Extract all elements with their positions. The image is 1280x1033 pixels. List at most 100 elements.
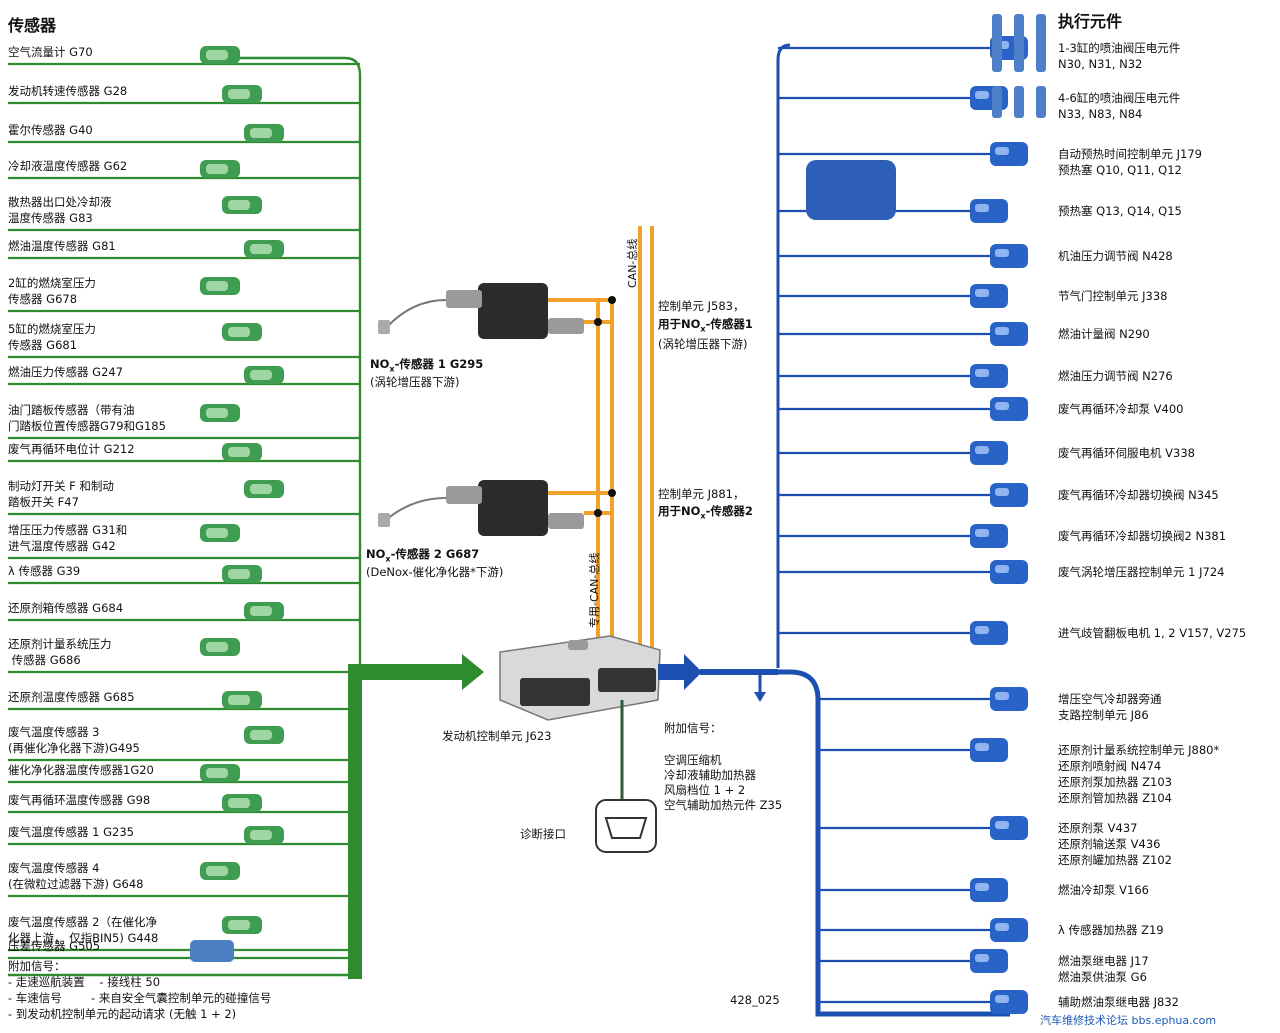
sensor-label: 冷却液温度传感器 G62	[8, 159, 128, 173]
sensor-label: 废气温度传感器 1 G235	[8, 825, 134, 839]
actuator-icon	[990, 816, 1028, 840]
actuator-label: 燃油泵继电器 J17 燃油泵供油泵 G6	[1058, 954, 1149, 984]
sensor-icon-highlight	[250, 730, 272, 740]
injector-icon	[992, 86, 1002, 118]
sensor-trunk-arrow	[348, 654, 484, 690]
sensor-icon-highlight	[228, 920, 250, 930]
actuator-label: λ 传感器加热器 Z19	[1058, 923, 1164, 937]
actuator-label: 燃油冷却泵 V166	[1058, 883, 1149, 897]
label-sub: x	[385, 554, 391, 564]
nox1-probe	[378, 320, 390, 334]
j881-line1: 控制单元 J881，	[658, 487, 745, 501]
label-part: 用于NO	[658, 317, 701, 331]
sensor-icon-highlight	[228, 327, 250, 337]
actuator-icon	[970, 199, 1008, 223]
stub-arrow	[754, 692, 766, 702]
actuator-icon	[970, 878, 1008, 902]
glow-control-unit-icon	[806, 160, 896, 220]
diag-label: 诊断接口	[520, 827, 566, 841]
actuator-icon-highlight	[975, 529, 989, 537]
actuator-icon	[970, 284, 1008, 308]
actuator-icon-highlight	[975, 954, 989, 962]
sensor-icon-highlight	[228, 569, 250, 579]
nox2-note: (DeNox-催化净化器*下游)	[366, 565, 504, 579]
label-part: -传感器 1 G295	[394, 357, 484, 371]
watermark: 汽车维修技术论坛 bbs.ephua.com	[1040, 1014, 1217, 1027]
sensor-label: 发动机转速传感器 G28	[8, 84, 128, 98]
sensor-icon-highlight	[206, 768, 228, 778]
label-part: NO	[366, 547, 386, 561]
sensor-label: 燃油压力传感器 G247	[8, 365, 124, 379]
sensor-icon-highlight	[228, 798, 250, 808]
actuator-icon	[970, 86, 1008, 110]
label-sub: x	[700, 324, 706, 334]
sensor-icon-highlight	[206, 281, 228, 291]
nox-control-unit-j881	[478, 480, 548, 536]
connector	[446, 486, 482, 504]
sensor-icon-highlight	[206, 164, 228, 174]
private-can-label: 专用-CAN-总线	[588, 552, 601, 628]
actuator-label: 自动预热时间控制单元 J179 预热塞 Q10, Q11, Q12	[1058, 147, 1202, 177]
actuator-icon	[970, 621, 1008, 645]
actuator-label: 增压空气冷却器旁通 支路控制单元 J86	[1058, 692, 1162, 722]
j583-line2: 用于NOx-传感器1	[658, 316, 753, 337]
actuator-icon-highlight	[975, 204, 989, 212]
actuator-icon	[970, 949, 1008, 973]
sensor-icon-highlight	[228, 89, 250, 99]
actuator-icon-highlight	[975, 369, 989, 377]
nox1-note: (涡轮增压器下游)	[370, 375, 460, 389]
connector	[548, 513, 584, 529]
actuator-label: 燃油计量阀 N290	[1058, 327, 1150, 341]
actuator-label: 废气再循环伺服电机 V338	[1058, 446, 1195, 460]
actuator-icon	[990, 560, 1028, 584]
label-part: -传感器 2 G687	[390, 547, 480, 561]
center-extra-line: 冷却液辅助加热器	[664, 768, 756, 782]
actuator-label: 预热塞 Q13, Q14, Q15	[1058, 204, 1182, 218]
label-part: NO	[370, 357, 390, 371]
junction-dot	[594, 509, 602, 517]
sensor-label: 制动灯开关 F 和制动 踏板开关 F47	[8, 479, 114, 509]
sensors-title: 传感器	[8, 16, 57, 35]
actuator-icon	[990, 322, 1028, 346]
injector-icon	[1036, 86, 1046, 118]
center-extra-line: 风扇档位 1 + 2	[664, 783, 746, 797]
actuator-icon	[990, 397, 1028, 421]
actuator-icon-highlight	[995, 692, 1009, 700]
sensor-label: 增压压力传感器 G31和 进气温度传感器 G42	[8, 523, 128, 553]
actuator-icon-highlight	[995, 565, 1009, 573]
actuator-icon	[970, 524, 1008, 548]
actuator-icon-highlight	[995, 249, 1009, 257]
actuator-icon	[990, 687, 1028, 711]
sensor-label: 散热器出口处冷却液 温度传感器 G83	[8, 195, 112, 225]
pressure-sensor-icon	[190, 940, 234, 962]
junction-dot	[608, 296, 616, 304]
sensor-label: 燃油温度传感器 G81	[8, 239, 116, 253]
label-sub: x	[389, 364, 395, 374]
junction-dot	[594, 318, 602, 326]
sensor-label: 还原剂计量系统压力 传感器 G686	[8, 637, 112, 667]
sensor-label: 废气温度传感器 4 (在微粒过滤器下游) G648	[8, 861, 144, 891]
actuator-icon	[990, 918, 1028, 942]
sensor-label: 5缸的燃烧室压力 传感器 G681	[8, 322, 96, 352]
ecu-vent	[568, 640, 588, 650]
label-part: 用于NO	[658, 504, 701, 518]
injector-icon	[1014, 86, 1024, 118]
actuator-bus-bottom	[700, 669, 1010, 1017]
actuator-icon-highlight	[995, 995, 1009, 1003]
sensor-label: 霍尔传感器 G40	[8, 123, 93, 137]
injector-icon	[1014, 14, 1024, 72]
ecu-label: 发动机控制单元 J623	[442, 729, 552, 743]
sensor-label: 空气流量计 G70	[8, 45, 93, 59]
sensor-bus	[8, 56, 362, 977]
label-sub: x	[700, 511, 706, 521]
actuator-bus-top	[776, 43, 791, 668]
actuator-icon-highlight	[975, 743, 989, 751]
obd-connector-icon	[604, 817, 648, 839]
center-extra-line: 空气辅助加热元件 Z35	[664, 798, 783, 812]
actuator-icon-highlight	[995, 821, 1009, 829]
actuator-label: 废气涡轮增压器控制单元 1 J724	[1058, 565, 1225, 579]
sensor-label: 还原剂箱传感器 G684	[8, 601, 124, 615]
sensor-cable	[385, 497, 447, 521]
actuator-icon	[990, 244, 1028, 268]
